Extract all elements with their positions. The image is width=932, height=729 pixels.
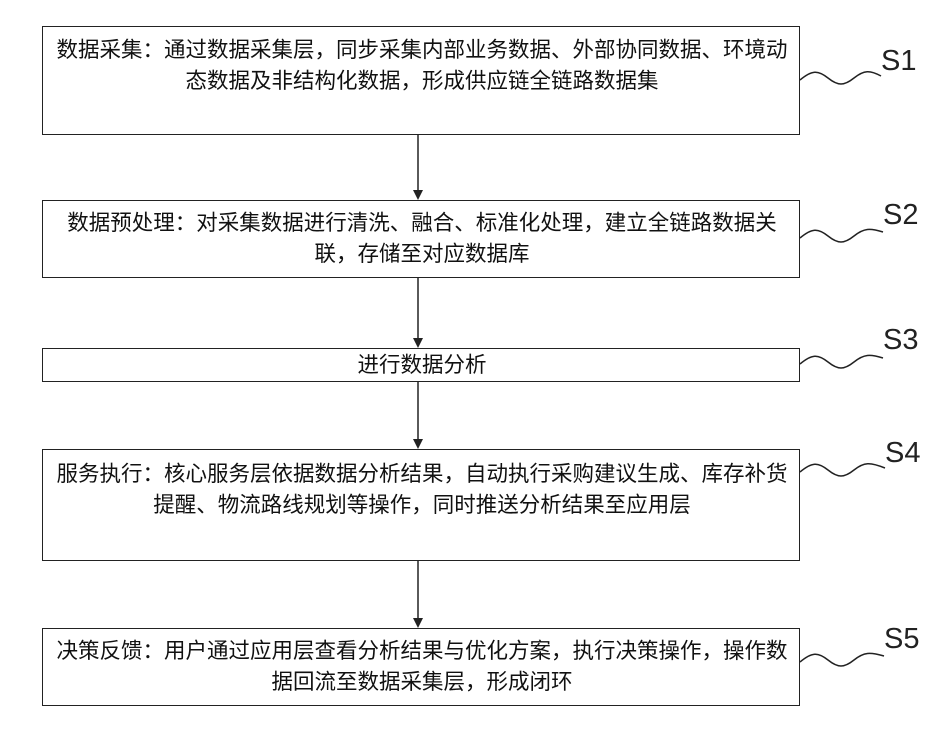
leader-line-s4 <box>800 464 885 476</box>
step-box-s2: 数据预处理：对采集数据进行清洗、融合、标准化处理，建立全链路数据关联，存储至对应… <box>42 200 800 278</box>
leader-line-s1 <box>800 72 881 84</box>
step-text-s3: 进行数据分析 <box>51 349 793 381</box>
leader-line-s2 <box>800 229 883 242</box>
step-label-s5: S5 <box>884 622 919 656</box>
leader-line-s3 <box>800 355 883 368</box>
leader-line-s5 <box>800 653 884 666</box>
step-text-s2: 数据预处理：对采集数据进行清洗、融合、标准化处理，建立全链路数据关联，存储至对应… <box>51 208 793 270</box>
step-label-s3: S3 <box>883 323 918 357</box>
step-box-s3: 进行数据分析 <box>42 348 800 382</box>
step-box-s5: 决策反馈：用户通过应用层查看分析结果与优化方案，执行决策操作，操作数据回流至数据… <box>42 628 800 706</box>
step-text-s1: 数据采集：通过数据采集层，同步采集内部业务数据、外部协同数据、环境动态数据及非结… <box>51 35 793 97</box>
step-text-s4: 服务执行：核心服务层依据数据分析结果，自动执行采购建议生成、库存补货提醒、物流路… <box>51 459 793 521</box>
step-label-s1: S1 <box>881 44 916 78</box>
step-box-s4: 服务执行：核心服务层依据数据分析结果，自动执行采购建议生成、库存补货提醒、物流路… <box>42 449 800 561</box>
step-label-s2: S2 <box>883 198 918 232</box>
step-box-s1: 数据采集：通过数据采集层，同步采集内部业务数据、外部协同数据、环境动态数据及非结… <box>42 26 800 135</box>
step-text-s5: 决策反馈：用户通过应用层查看分析结果与优化方案，执行决策操作，操作数据回流至数据… <box>51 636 793 698</box>
step-label-s4: S4 <box>885 436 920 470</box>
